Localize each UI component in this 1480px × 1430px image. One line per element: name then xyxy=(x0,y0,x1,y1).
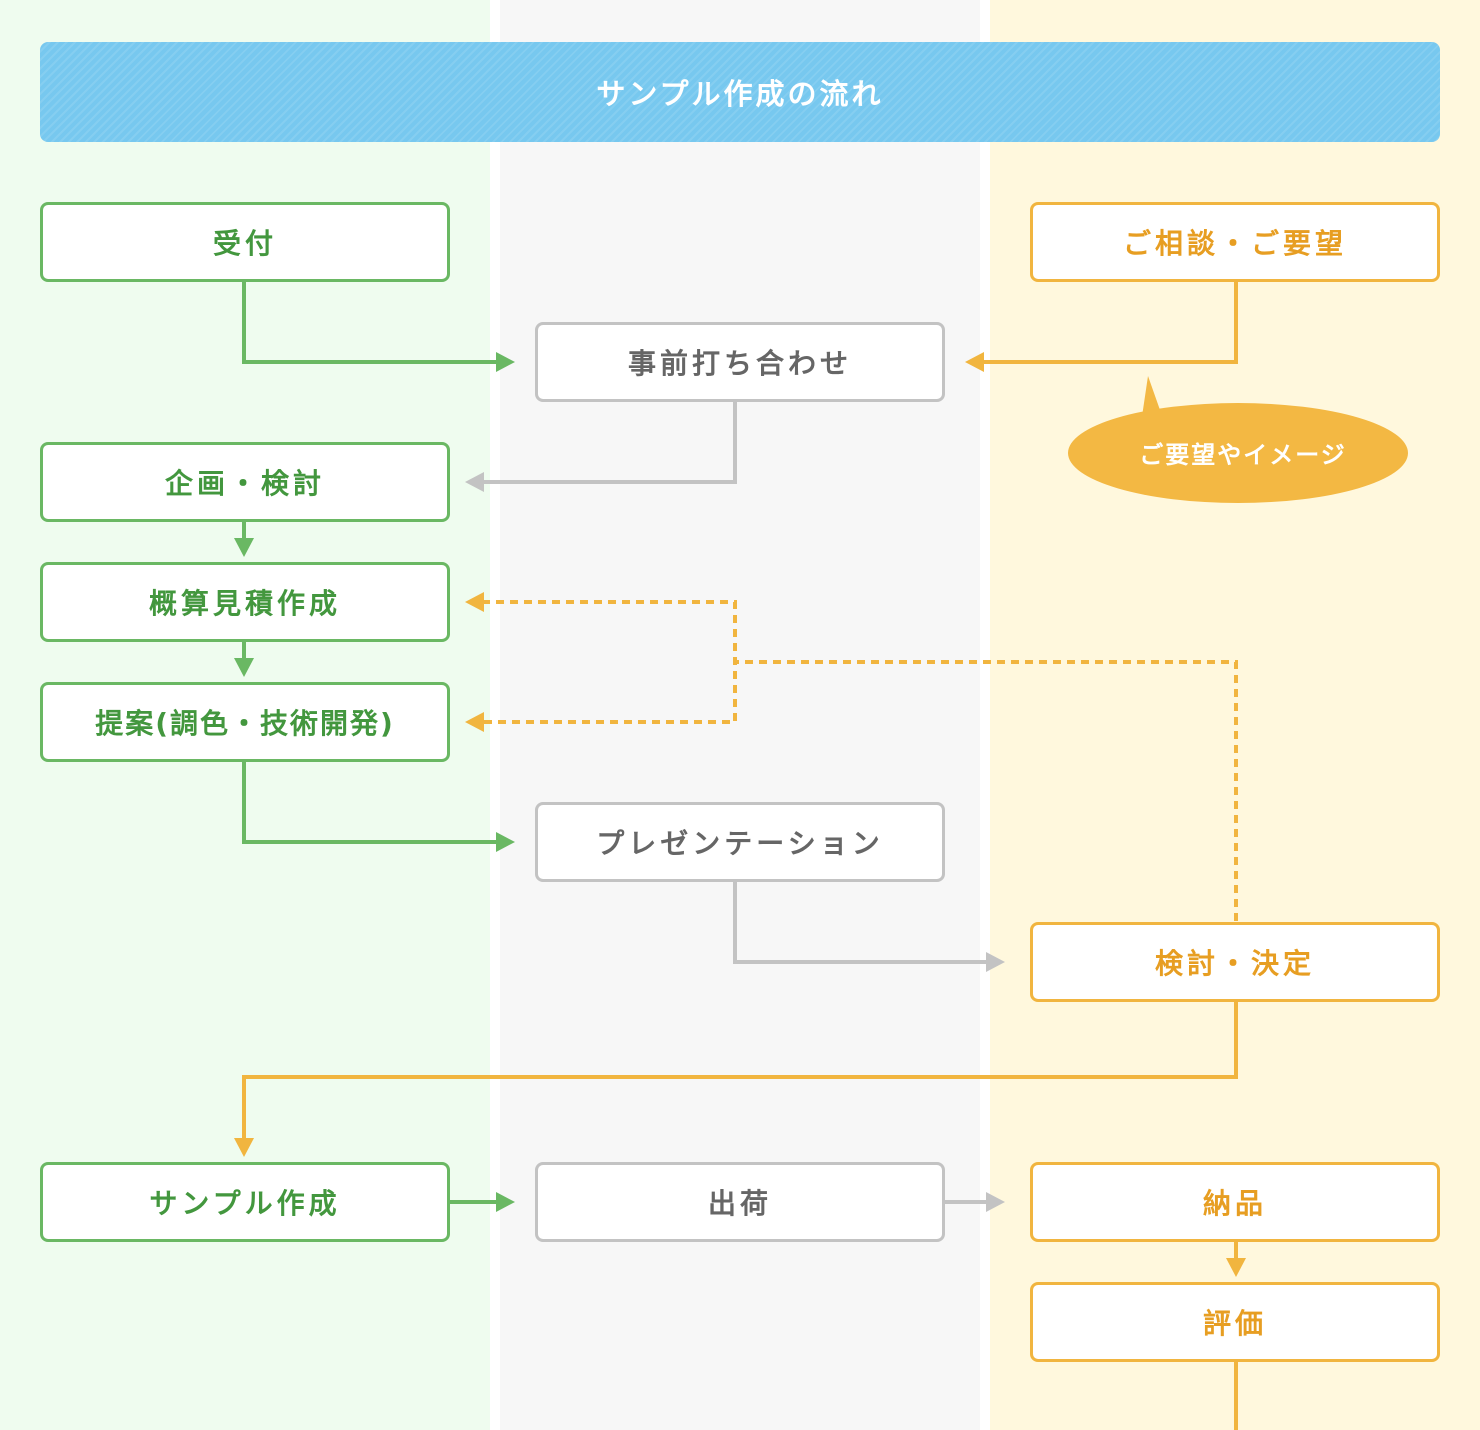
step-label: プレゼンテーション xyxy=(596,827,884,860)
step-pre-meeting: 事前打ち合わせ xyxy=(535,322,945,402)
connector-planning-to-estimate xyxy=(234,521,254,557)
step-reception: 受付 xyxy=(40,202,450,282)
bubble-shape xyxy=(1068,376,1408,503)
step-label: 納品 xyxy=(1202,1187,1267,1220)
step-evaluation: 評価 xyxy=(1030,1282,1440,1362)
step-estimate: 概算見積作成 xyxy=(40,562,450,642)
step-sample-creation: サンプル作成 xyxy=(40,1162,450,1242)
bubble-text: ご要望やイメージ xyxy=(1139,440,1347,469)
connector-decision-feedback xyxy=(465,592,1238,921)
step-shipping: 出荷 xyxy=(535,1162,945,1242)
connector-consultation-to-meeting xyxy=(965,281,1238,372)
step-label: サンプル作成 xyxy=(149,1187,341,1220)
flow-header: サンプル作成の流れ xyxy=(40,42,1440,142)
flow-title: サンプル作成の流れ xyxy=(596,77,884,111)
connector-decision-to-sample xyxy=(234,1001,1238,1157)
step-planning: 企画・検討 xyxy=(40,442,450,522)
step-label: 評価 xyxy=(1202,1307,1267,1340)
step-decision: 検討・決定 xyxy=(1030,922,1440,1002)
step-label: 検討・決定 xyxy=(1154,947,1315,980)
connector-sample-to-shipping xyxy=(449,1192,515,1212)
step-label: ご相談・ご要望 xyxy=(1122,227,1347,260)
connector-shipping-to-delivery xyxy=(944,1192,1005,1212)
step-label: 企画・検討 xyxy=(164,467,325,500)
connector-presentation-to-decision xyxy=(733,881,1005,972)
step-label: 受付 xyxy=(212,227,277,260)
connector-proposal-to-presentation xyxy=(242,761,515,852)
step-label: 提案(調色・技術開発) xyxy=(95,707,395,740)
step-label: 出荷 xyxy=(707,1187,772,1220)
step-delivery: 納品 xyxy=(1030,1162,1440,1242)
step-consultation: ご相談・ご要望 xyxy=(1030,202,1440,282)
connector-estimate-to-proposal xyxy=(234,641,254,677)
step-proposal: 提案(調色・技術開発) xyxy=(40,682,450,762)
step-label: 事前打ち合わせ xyxy=(627,347,852,380)
connector-meeting-to-planning xyxy=(465,401,737,492)
connector-delivery-to-evaluation xyxy=(1226,1241,1246,1277)
step-label: 概算見積作成 xyxy=(148,587,341,620)
speech-bubble: ご要望やイメージ xyxy=(1068,376,1408,503)
connector-reception-to-meeting xyxy=(242,281,515,372)
step-presentation: プレゼンテーション xyxy=(535,802,945,882)
